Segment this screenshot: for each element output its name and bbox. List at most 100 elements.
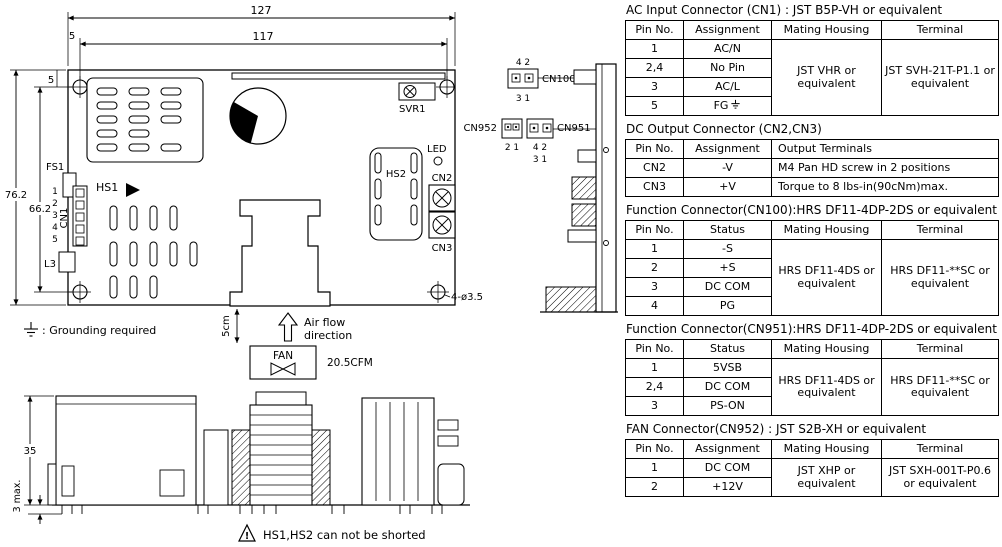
- mating-housing-cell: JST VHR or equivalent: [771, 39, 882, 116]
- status-cell: +S: [683, 258, 772, 278]
- col-header-output-terminals: Output Terminals: [771, 139, 999, 159]
- ac-input-table: Pin No. Assignment Mating Housing Termin…: [625, 20, 999, 116]
- airflow-arrow-icon: [277, 312, 299, 342]
- cn1-pin-2: 2: [52, 199, 58, 209]
- col-header-terminal: Terminal: [881, 339, 999, 359]
- pin-cell: 1: [625, 239, 684, 259]
- col-header-pin: Pin No.: [625, 339, 684, 359]
- pin-cell: CN2: [625, 158, 684, 178]
- dim-127: 127: [251, 4, 272, 17]
- pin-cell: 1: [625, 39, 684, 59]
- pin-cell: 4: [625, 296, 684, 316]
- mechanical-drawing: 127 117 5 76.2 66.2 5: [2, 4, 618, 542]
- table-row: 2,4 DC COM: [625, 377, 999, 397]
- table-row: 1 DC COM JST XHP or equivalent JST SXH-0…: [625, 458, 999, 497]
- col-header-terminal: Terminal: [881, 20, 999, 40]
- airflow-label-2: direction: [304, 329, 352, 342]
- col-header-terminal: Terminal: [881, 439, 999, 459]
- pin-cell: 5: [625, 96, 684, 116]
- assignment-cell: DC COM: [683, 458, 772, 478]
- choke-l3: [58, 251, 76, 273]
- heatsink-hs1: [86, 77, 204, 163]
- status-cell: DC COM: [683, 377, 772, 397]
- airflow-label-1: Air flow: [304, 316, 345, 329]
- status-cell: PG: [683, 296, 772, 316]
- dim-76: 76.2: [5, 190, 27, 201]
- airflow-fan: 5cm Air flow direction FAN 20.5CFM: [221, 309, 373, 380]
- cn951-table: Pin No. Status Mating Housing Terminal 1…: [625, 339, 999, 416]
- warning-note: ! HS1,HS2 can not be shorted: [238, 523, 426, 542]
- hs1-label: HS1: [96, 181, 118, 194]
- mating-housing-cell: HRS DF11-4DS or equivalent: [771, 358, 882, 416]
- cn1-pin-4: 4: [52, 223, 58, 233]
- table-row: 5 FG: [625, 96, 999, 116]
- status-cell: 5VSB: [683, 358, 772, 378]
- case-profile: [595, 63, 617, 313]
- led-indicator: [433, 156, 443, 166]
- cn100-connector: [507, 68, 539, 89]
- cn1-pin-1: 1: [52, 187, 58, 197]
- cn1-label: CN1: [59, 208, 70, 229]
- ac-input-title: AC Input Connector (CN1) : JST B5P-VH or…: [626, 3, 943, 17]
- status-cell: -S: [683, 239, 772, 259]
- cn952-connector: [501, 118, 523, 139]
- cn100-label: CN100: [542, 74, 576, 85]
- fan-connector-section: FAN Connector(CN952) : JST S2B-XH or equ…: [625, 422, 1000, 497]
- ground-icon: [731, 100, 741, 110]
- pin-cell: 1: [625, 358, 684, 378]
- pcb-top-view: 127 117 5 76.2 66.2 5: [2, 4, 483, 307]
- pin-cell: 2: [625, 477, 684, 497]
- pin-cell: 3: [625, 277, 684, 297]
- dim-5cm: 5cm: [221, 315, 232, 337]
- dc-output-section: DC Output Connector (CN2,CN3) Pin No. As…: [625, 122, 1000, 197]
- hs2-label: HS2: [386, 169, 406, 180]
- col-header-status: Status: [683, 220, 772, 240]
- pin-cell: 2,4: [625, 58, 684, 78]
- svr1-trimmer: [398, 82, 436, 101]
- dim-5-horizontal: 5: [69, 31, 75, 42]
- transformer-side: [231, 391, 331, 506]
- fan-icon: [270, 362, 296, 376]
- table-row: 1 -S HRS DF11-4DS or equivalent HRS DF11…: [625, 239, 999, 316]
- output-terminal-cell: Torque to 8 lbs-in(90cNm)max.: [771, 177, 999, 197]
- col-header-pin: Pin No.: [625, 439, 684, 459]
- col-header-pin: Pin No.: [625, 220, 684, 240]
- cn2-label: CN2: [432, 173, 453, 184]
- top-slot: [231, 72, 446, 80]
- fan-label: FAN: [273, 350, 293, 362]
- cn100-title: Function Connector(CN100):HRS DF11-4DP-2…: [626, 203, 997, 217]
- terminal-cell: JST SVH-21T-P1.1 or equivalent: [881, 39, 999, 116]
- cn3-screw-side: [571, 203, 597, 227]
- capacitor-side: [437, 463, 465, 506]
- transformer-outline: [229, 199, 331, 307]
- cn951-label: CN951: [557, 123, 591, 134]
- hs1-arrow-icon: [126, 183, 140, 197]
- bracket-side: [545, 286, 597, 313]
- table-row: 1 5VSB HRS DF11-4DS or equivalent HRS DF…: [625, 358, 999, 416]
- cn3-label: CN3: [432, 243, 453, 254]
- col-header-housing: Mating Housing: [771, 20, 882, 40]
- table-row: CN2 -V M4 Pan HD screw in 2 positions: [625, 158, 999, 178]
- l3-label: L3: [44, 259, 56, 270]
- right-block: [361, 397, 435, 506]
- mating-housing-cell: JST XHP or equivalent: [771, 458, 882, 497]
- hole-spec-callout: 4-ø3.5: [451, 292, 483, 303]
- fs1-label: FS1: [46, 162, 64, 173]
- warning-triangle-icon: [238, 523, 256, 542]
- mid-component: [203, 429, 229, 506]
- dc-output-title: DC Output Connector (CN2,CN3): [626, 122, 822, 136]
- psu-drawing-svg: 127 117 5 76.2 66.2 5: [2, 4, 618, 542]
- pin-cell: 1: [625, 458, 684, 478]
- cn951-pins-bottom: 3 1: [533, 155, 547, 165]
- grounding-text: : Grounding required: [42, 324, 156, 337]
- dc-output-table: Pin No. Assignment Output Terminals CN2 …: [625, 139, 999, 197]
- col-header-assignment: Assignment: [683, 439, 772, 459]
- fan-connector-table: Pin No. Assignment Mating Housing Termin…: [625, 439, 999, 497]
- table-row: 4 PG: [625, 296, 999, 316]
- cn952-pins: 2 1: [505, 143, 519, 153]
- assignment-cell: +V: [683, 177, 772, 197]
- pin-cell: 3: [625, 396, 684, 416]
- pcb-side-view: 4 2 CN100 3 1 CN952 2 1 CN951 4 2 3 1: [463, 58, 618, 313]
- pin-cell: 2,4: [625, 377, 684, 397]
- dim-3max: 3 max.: [12, 480, 23, 513]
